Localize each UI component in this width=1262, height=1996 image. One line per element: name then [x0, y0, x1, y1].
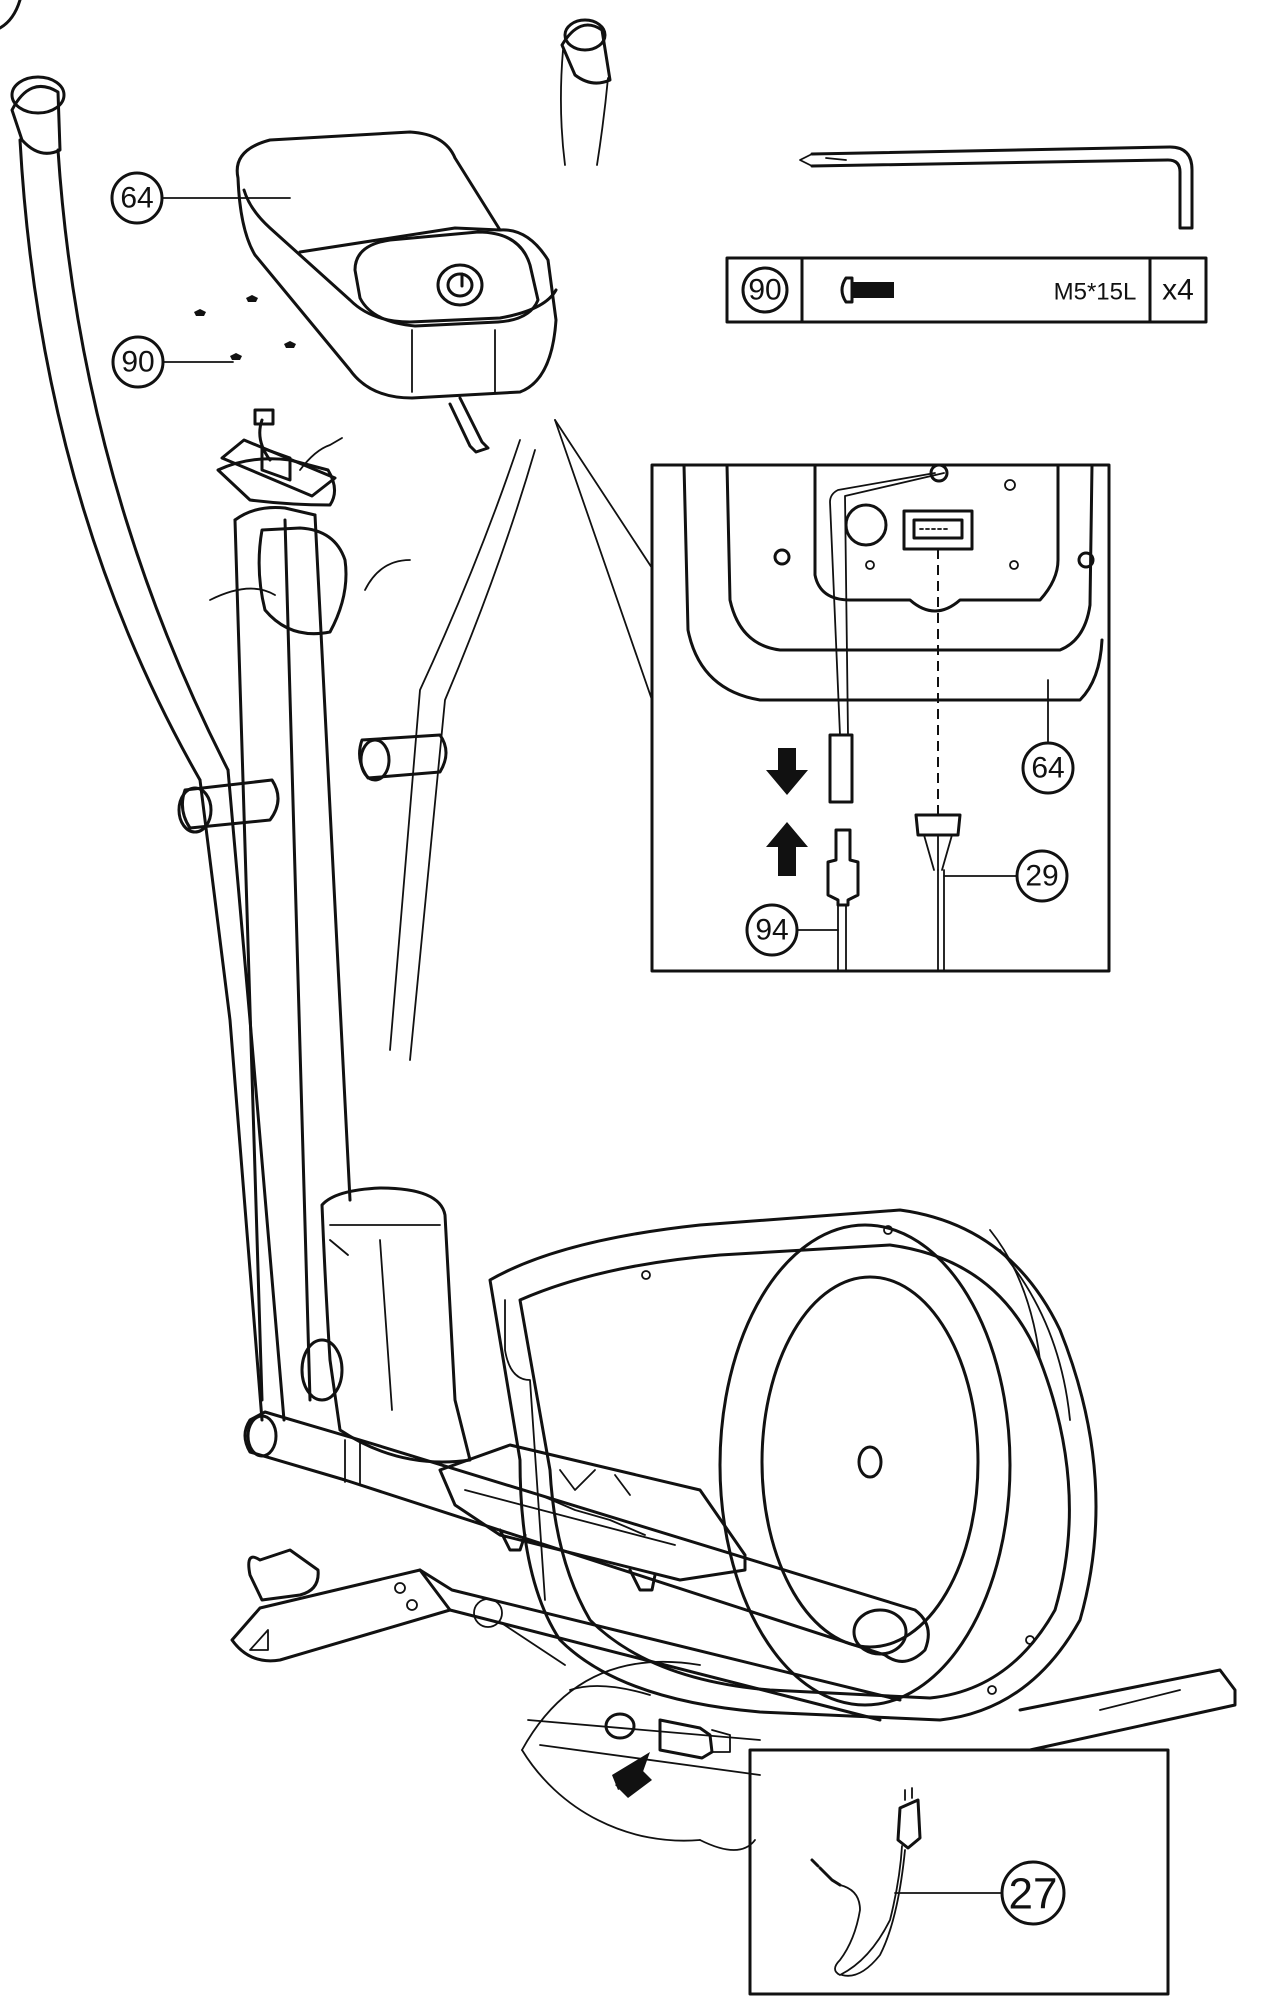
arrow-up-icon [766, 822, 808, 876]
callout-inset-plug-label: 94 [755, 914, 788, 947]
callout-adapter-label: 27 [1009, 1870, 1058, 1919]
hardware-quantity: x4 [1162, 274, 1194, 307]
screws [194, 295, 296, 360]
pedal-arm [243, 1410, 930, 1663]
callout-inset-console: 64 [1021, 679, 1075, 795]
hardware-spec: M5*15L [1054, 279, 1137, 306]
callout-inset-console-label: 64 [1031, 752, 1064, 785]
flywheel-housing [488, 1208, 1098, 1722]
upright-mast [209, 457, 411, 1402]
foot-pedal [438, 1443, 747, 1592]
power-adapter-icon [810, 1787, 922, 1977]
allen-wrench-tool [799, 145, 1194, 230]
callout-screws: 90 [111, 335, 234, 389]
hardware-table: 90 M5*15L x4 [725, 256, 1208, 324]
callout-inset-plug: 94 [745, 903, 839, 957]
rear-shroud [300, 1186, 472, 1464]
power-jack-detail [473, 1598, 761, 1851]
callout-adapter: 27 [894, 1860, 1066, 1926]
base-frame [230, 1548, 1237, 1752]
mast-head-plate [220, 408, 343, 498]
right-handlebar [389, 18, 612, 1061]
connector-detail-inset [554, 419, 1111, 973]
console-assembly [235, 130, 558, 454]
handle-pivot-grips [177, 733, 448, 834]
callout-screws-label: 90 [121, 346, 154, 379]
screw-icon [840, 276, 894, 304]
callout-console-label: 64 [120, 182, 153, 215]
insert-arrow-icon [612, 1752, 652, 1798]
arrow-down-icon [766, 748, 808, 795]
callout-console: 64 [110, 171, 291, 225]
left-handlebar [10, 75, 286, 1422]
power-adapter-box [748, 1748, 1170, 1996]
step-number-circle [0, 0, 22, 30]
callout-inset-cable: 29 [943, 849, 1069, 903]
hardware-part-number: 90 [748, 274, 781, 307]
callout-inset-cable-label: 29 [1025, 860, 1058, 893]
